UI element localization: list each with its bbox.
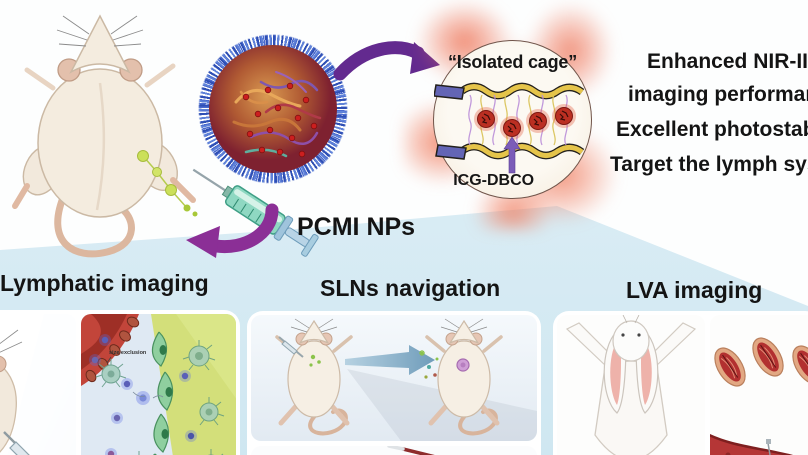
progress-arrow-icon [345, 345, 435, 375]
injection-dots [309, 354, 321, 367]
cage-membranes [434, 82, 585, 174]
icg-dots [242, 82, 318, 158]
membrane-protein [435, 144, 467, 160]
benefit-line-3: Excellent photostability [616, 118, 808, 141]
beam [347, 369, 537, 441]
lva-rabbit-subpanel [557, 315, 705, 455]
isolated-cage-illustration: “Isolated cage” ICG-DBCO [433, 40, 592, 199]
section-title-lymphatic: Lymphatic imaging [0, 270, 209, 296]
cage-title: “Isolated cage” [447, 52, 578, 72]
section-title-lva: LVA imaging [626, 277, 763, 303]
mouse-illustration [12, 14, 198, 258]
lymphatic-mouse-subpanel [0, 314, 76, 455]
np-dots [89, 334, 197, 455]
section-title-slns: SLNs navigation [320, 275, 501, 301]
rabbit-head [612, 320, 650, 362]
cage-molecule-label: ICG-DBCO [453, 172, 535, 189]
whiskers [56, 15, 144, 47]
mouse-tail [54, 189, 135, 258]
benefit-line-4: Target the lymph system [610, 153, 808, 176]
panel-lva-imaging [553, 311, 808, 455]
caged-icg-molecules [474, 104, 576, 140]
mouse-head [69, 14, 131, 74]
slns-mice-subpanel [251, 315, 537, 441]
size-exclusion-label: size exclusion [109, 350, 147, 356]
lymphatic-vessel-subpanel: size exclusion [81, 314, 236, 455]
benefit-line-2: imaging performance [628, 83, 808, 106]
lva-vessel [710, 435, 789, 455]
surgical-tool [401, 447, 435, 455]
mini-syringe-icon [9, 441, 30, 455]
benefit-line-1: Enhanced NIR-II [647, 50, 808, 73]
nanoparticle-illustration [167, 3, 379, 215]
panel-lymphatic-imaging: size exclusion [0, 310, 240, 455]
arrow-to-syringe-icon [186, 203, 279, 258]
np-label: PCMI NPs [297, 213, 416, 241]
slns-surgery-subpanel [251, 446, 537, 455]
mouse-body [37, 68, 163, 218]
tracer-dots [419, 350, 439, 379]
pointer-arrow-icon [503, 136, 521, 174]
lymphatic-endothelium [151, 331, 174, 455]
lymph-node-dots [137, 150, 198, 217]
dendritic-cells [95, 340, 225, 455]
membrane-protein [434, 84, 465, 100]
np-core [209, 45, 337, 173]
lva-incisions-subpanel [710, 315, 808, 455]
panel-slns-navigation [247, 311, 541, 455]
